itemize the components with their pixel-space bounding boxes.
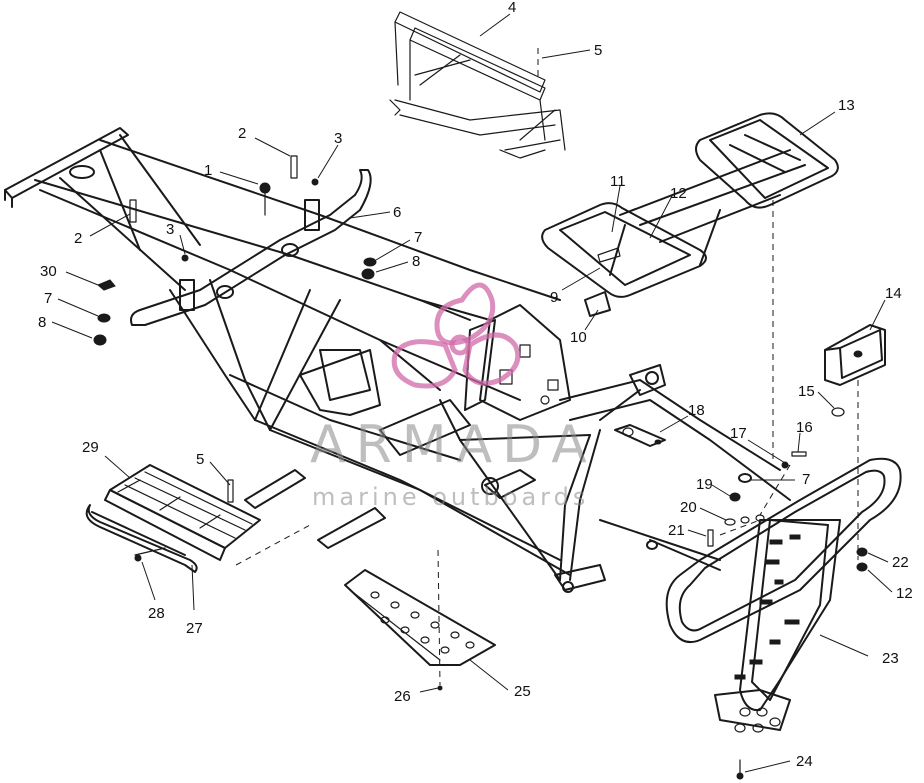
callout-14: 14: [885, 285, 902, 302]
callout-4: 4: [508, 0, 516, 16]
callout-28: 28: [148, 605, 165, 622]
callout-3: 3: [334, 130, 342, 147]
taillight-assembly: [824, 324, 886, 417]
callout-24: 24: [796, 753, 813, 770]
watermark-logo: [391, 282, 521, 389]
callout-18: 18: [688, 402, 705, 419]
callout-27: 27: [186, 620, 203, 637]
callout-1: 1: [204, 162, 212, 179]
bumper-decal-marks: [734, 534, 801, 680]
callout-26: 26: [394, 688, 411, 705]
callout-30: 30: [40, 263, 57, 280]
callout-2: 2: [238, 125, 246, 142]
leader-lines: [51, 13, 893, 773]
callout-12: 12: [670, 185, 687, 202]
callout-21: 21: [668, 522, 685, 539]
callout-12: 12: [896, 585, 913, 602]
callout-7: 7: [414, 229, 422, 246]
callout-3: 3: [166, 221, 174, 238]
callout-8: 8: [412, 253, 420, 270]
watermark-name: ARMADA: [310, 415, 597, 475]
callout-9: 9: [550, 289, 558, 306]
callout-19: 19: [696, 476, 713, 493]
callouts: 1 2 3 4 5 6 2 3 7 8 30 7 8 9 10 11 12 13…: [38, 0, 913, 770]
callout-2: 2: [74, 230, 82, 247]
skid-plate-holes: [370, 591, 475, 654]
alignment-lines: [235, 48, 859, 686]
callout-7: 7: [44, 290, 52, 307]
callout-17: 17: [730, 425, 747, 442]
rear-bumper: [665, 457, 902, 780]
callout-10: 10: [570, 329, 587, 346]
skid-holes: [734, 707, 781, 733]
callout-5: 5: [196, 451, 204, 468]
callout-20: 20: [680, 499, 697, 516]
watermark-tagline: marine outboards: [312, 483, 589, 511]
callout-23: 23: [882, 650, 899, 667]
skid-plate: [344, 569, 496, 691]
callout-11: 11: [610, 173, 626, 190]
seat-bracket-inset: [389, 11, 566, 159]
callout-7: 7: [802, 471, 810, 488]
callout-25: 25: [514, 683, 531, 700]
callout-5: 5: [594, 42, 602, 59]
callout-8: 8: [38, 314, 46, 331]
callout-22: 22: [892, 554, 909, 571]
footrest-assembly: [85, 464, 261, 573]
callout-13: 13: [838, 97, 855, 114]
watermark: ARMADA marine outboards: [310, 282, 597, 511]
main-frame: [4, 127, 791, 593]
handlebar-mount: [93, 155, 377, 346]
callout-16: 16: [796, 419, 813, 436]
callout-6: 6: [393, 204, 401, 221]
callout-15: 15: [798, 383, 815, 400]
callout-29: 29: [82, 439, 99, 456]
rear-rack: [541, 112, 839, 317]
